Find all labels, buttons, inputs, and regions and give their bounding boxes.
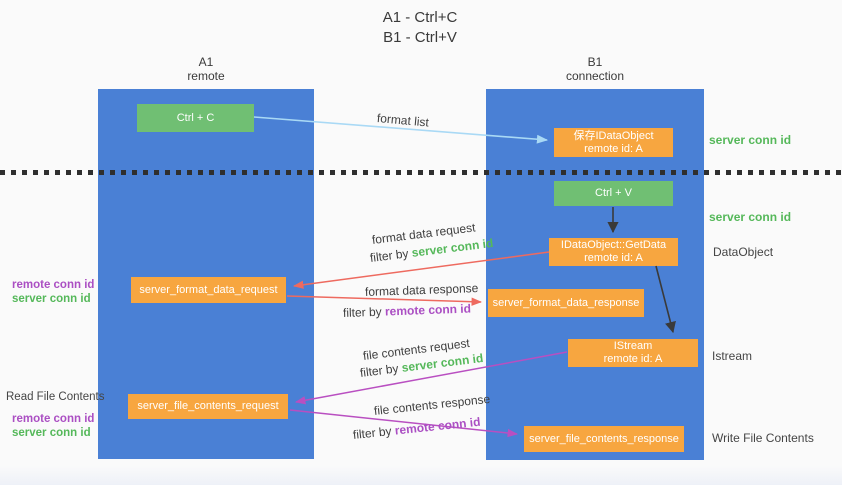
node-idataobject-getdata-line2: remote id: A bbox=[584, 252, 643, 264]
lane-b1-id: B1 bbox=[587, 55, 603, 69]
lane-a1-id: A1 bbox=[198, 55, 214, 69]
annotation-remote-conn-id-1: remote conn id bbox=[12, 279, 95, 291]
node-ctrl-v: Ctrl + V bbox=[554, 181, 673, 206]
arrow-format-data-response bbox=[286, 295, 483, 306]
annotation-server-conn-id-top: server conn id bbox=[709, 133, 792, 147]
dotted-divider bbox=[0, 170, 842, 175]
node-server-file-contents-request-label: server_file_contents_request bbox=[137, 400, 279, 412]
annotation-write-file-contents: Write File Contents bbox=[712, 431, 814, 445]
node-istream: IStream remote id: A bbox=[568, 339, 698, 367]
node-server-file-contents-response: server_file_contents_response bbox=[524, 426, 684, 452]
arrow-file-contents-request bbox=[294, 351, 568, 405]
arrow-format-list bbox=[253, 116, 549, 144]
node-server-format-data-response: server_format_data_response bbox=[488, 289, 644, 317]
annotation-conn-ids-format: remote conn id server conn id bbox=[12, 278, 95, 306]
annotation-istream: Istream bbox=[712, 349, 753, 363]
annotation-conn-ids-file: remote conn id server conn id bbox=[12, 412, 95, 440]
title-line-1: A1 - Ctrl+C bbox=[382, 9, 458, 26]
node-ctrl-v-label: Ctrl + V bbox=[595, 187, 632, 199]
annotation-server-conn-id-2: server conn id bbox=[12, 427, 91, 439]
node-server-format-data-request: server_format_data_request bbox=[131, 277, 286, 303]
annotation-server-conn-id-mid: server conn id bbox=[709, 210, 792, 224]
node-save-idataobject: 保存IDataObject remote id: A bbox=[554, 128, 673, 157]
lane-a1-subtitle: remote bbox=[187, 69, 225, 83]
arrow-format-data-request bbox=[292, 251, 550, 289]
lane-header-a1: A1 remote bbox=[146, 55, 266, 83]
node-idataobject-getdata: IDataObject::GetData remote id: A bbox=[549, 238, 678, 266]
filter-by-text: filter by bbox=[342, 304, 386, 320]
remote-conn-id-text: remote conn id bbox=[384, 301, 472, 319]
annotation-server-conn-id-1: server conn id bbox=[12, 293, 91, 305]
node-ctrl-c-label: Ctrl + C bbox=[176, 111, 215, 124]
node-server-format-data-response-label: server_format_data_response bbox=[492, 296, 640, 309]
title-line-2: B1 - Ctrl+V bbox=[383, 29, 457, 46]
annotation-remote-conn-id-2: remote conn id bbox=[12, 413, 95, 425]
node-istream-line2: remote id: A bbox=[603, 353, 663, 365]
diagram-title: A1 - Ctrl+C B1 - Ctrl+V bbox=[320, 8, 520, 48]
node-server-file-contents-response-label: server_file_contents_response bbox=[529, 432, 679, 445]
lane-b1-subtitle: connection bbox=[565, 69, 625, 83]
node-server-format-data-request-label: server_format_data_request bbox=[139, 283, 278, 296]
node-server-file-contents-request: server_file_contents_request bbox=[128, 394, 288, 419]
annotation-dataobject: DataObject bbox=[713, 245, 774, 259]
arrow-file-contents-response bbox=[289, 409, 519, 438]
annotation-read-file-contents: Read File Contents bbox=[6, 391, 105, 403]
arrow-getdata-to-istream bbox=[655, 265, 676, 334]
node-istream-line1: IStream bbox=[613, 340, 653, 352]
node-idataobject-getdata-line1: IDataObject::GetData bbox=[560, 239, 667, 251]
lane-header-b1: B1 connection bbox=[535, 55, 655, 83]
node-save-idataobject-line1: 保存IDataObject bbox=[573, 129, 654, 142]
node-ctrl-c: Ctrl + C bbox=[137, 104, 254, 132]
node-save-idataobject-line2: remote id: A bbox=[584, 142, 643, 155]
